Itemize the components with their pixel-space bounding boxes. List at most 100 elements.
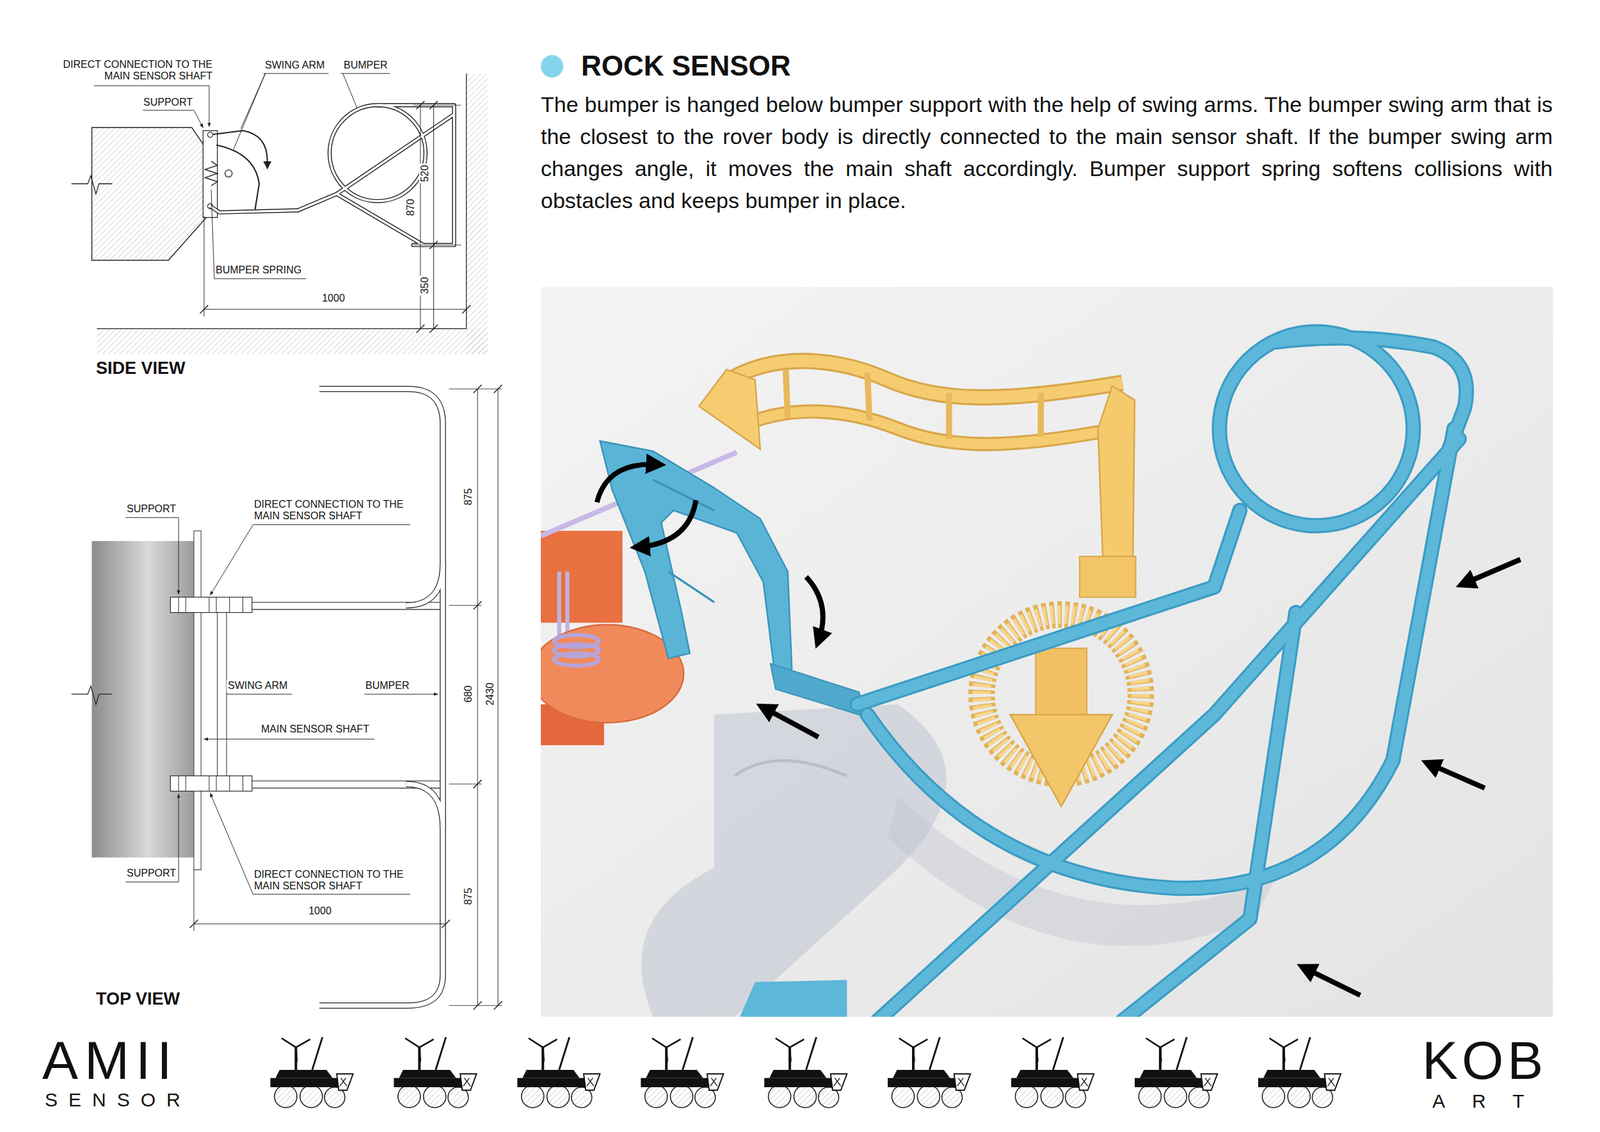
dimension-value: 1000 — [307, 904, 333, 917]
rotation-arrow — [597, 464, 659, 502]
part-label: DIRECT CONNECTION TO THE MAIN SENSOR SHA… — [252, 498, 413, 523]
part-label: BUMPER — [364, 679, 411, 692]
motion-arrow — [806, 576, 824, 641]
dimension-ticks — [473, 384, 503, 1010]
support-plate — [202, 130, 217, 218]
leader-line — [94, 85, 210, 127]
part-label: DIRECT CONNECTION TO THE MAIN SENSOR SHA… — [54, 58, 214, 83]
leader-line — [226, 693, 292, 695]
tube — [867, 714, 1393, 888]
tube — [877, 439, 1460, 1017]
description-text: The bumper is hanged below bumper suppor… — [540, 88, 1553, 217]
part-label: MAIN SENSOR SHAFT — [259, 723, 371, 735]
arm-strut — [785, 369, 1042, 439]
part-label: SUPPORT — [125, 867, 178, 879]
rover-icon — [1011, 1036, 1094, 1108]
part-label: BUMPER SPRING — [214, 264, 303, 276]
arm-tip — [263, 161, 272, 170]
support-block — [170, 597, 253, 613]
dimension-ticks — [190, 919, 451, 928]
force-arrow — [763, 707, 819, 737]
logo-text: ART — [1432, 1091, 1551, 1111]
dimension-value: 350 — [419, 275, 431, 296]
tube — [1219, 331, 1414, 526]
leader-line — [211, 190, 306, 280]
tube — [1275, 337, 1467, 450]
break-symbol — [71, 685, 113, 704]
part-label: SWING ARM — [226, 679, 289, 692]
arm-head — [698, 369, 761, 449]
side-view-drawing — [71, 73, 489, 354]
spring-coil — [554, 652, 600, 665]
bumper-outline — [298, 104, 455, 245]
part-label: BUMPER — [342, 59, 389, 72]
dimension-lines — [204, 216, 467, 317]
force-arrow — [1304, 967, 1361, 995]
dimension-value: 1000 — [320, 292, 347, 304]
rover-disc — [540, 624, 684, 723]
rover-icon — [640, 1036, 724, 1108]
arm-bracket — [600, 440, 793, 680]
rover-icon — [517, 1036, 600, 1108]
rover-icon — [1134, 1036, 1218, 1108]
shadow — [734, 760, 847, 776]
force-arrow — [1463, 559, 1520, 584]
dimension-value: 520 — [419, 163, 431, 184]
rover-icon — [393, 1036, 477, 1108]
force-arrow — [1428, 763, 1485, 788]
arm-hub — [1079, 556, 1136, 598]
tube — [739, 979, 847, 1017]
tube — [1122, 612, 1296, 1017]
tube — [1122, 612, 1296, 1017]
rover-body — [540, 530, 623, 623]
bumper-outline — [319, 388, 443, 1005]
logo-text: KOB — [1422, 1032, 1547, 1087]
render-illustration — [540, 286, 1554, 1017]
rover-icon — [887, 1036, 971, 1108]
tube — [877, 439, 1460, 1017]
leader-line — [142, 110, 203, 128]
bumper-tubes — [739, 331, 1467, 1017]
part-label: SUPPORT — [125, 503, 178, 515]
bumper-outline — [319, 388, 443, 1005]
rover-icon — [764, 1036, 847, 1108]
artwork-scale — [71, 55, 1554, 1108]
dimension-value: 680 — [462, 684, 475, 704]
bumper-outline — [298, 104, 455, 245]
spring-center — [1009, 714, 1112, 806]
part-label: SUPPORT — [142, 96, 194, 109]
tube — [856, 510, 1240, 704]
leader-line — [125, 517, 179, 594]
tube — [856, 510, 1240, 704]
dimension-lines — [477, 388, 498, 1005]
render-ground — [540, 286, 1554, 1017]
logo-text: SENSOR — [44, 1089, 192, 1110]
leader-line — [204, 738, 375, 740]
dimension-value: 875 — [462, 886, 475, 907]
blue-swing-arm — [600, 440, 866, 717]
extension-lines — [413, 104, 462, 329]
spring-symbol — [204, 161, 217, 186]
view-title: TOP VIEW — [94, 988, 182, 1009]
sensor-shaft — [217, 612, 227, 776]
dimension-ticks — [416, 101, 438, 333]
arm-bar — [736, 411, 1118, 445]
arm-bar — [736, 411, 1118, 445]
rover-icon — [1258, 1036, 1341, 1108]
logo-text: AMII — [42, 1032, 179, 1087]
leader-line — [125, 793, 179, 882]
leader-line — [209, 524, 411, 596]
top-view-drawing — [71, 384, 503, 1010]
rover-icon-row — [270, 1036, 1342, 1108]
dimension-value: 875 — [462, 487, 475, 507]
leader-line — [341, 73, 391, 109]
view-title: SIDE VIEW — [94, 358, 187, 379]
break-symbol — [71, 175, 113, 194]
part-label: SWING ARM — [263, 59, 326, 72]
rover-icon — [270, 1036, 354, 1108]
dimension-value: 2430 — [484, 680, 496, 707]
leader-line — [233, 73, 329, 150]
part-label: DIRECT CONNECTION TO THE MAIN SENSOR SHA… — [252, 868, 413, 893]
swing-arm — [252, 602, 440, 788]
rover-body-section — [91, 127, 209, 260]
